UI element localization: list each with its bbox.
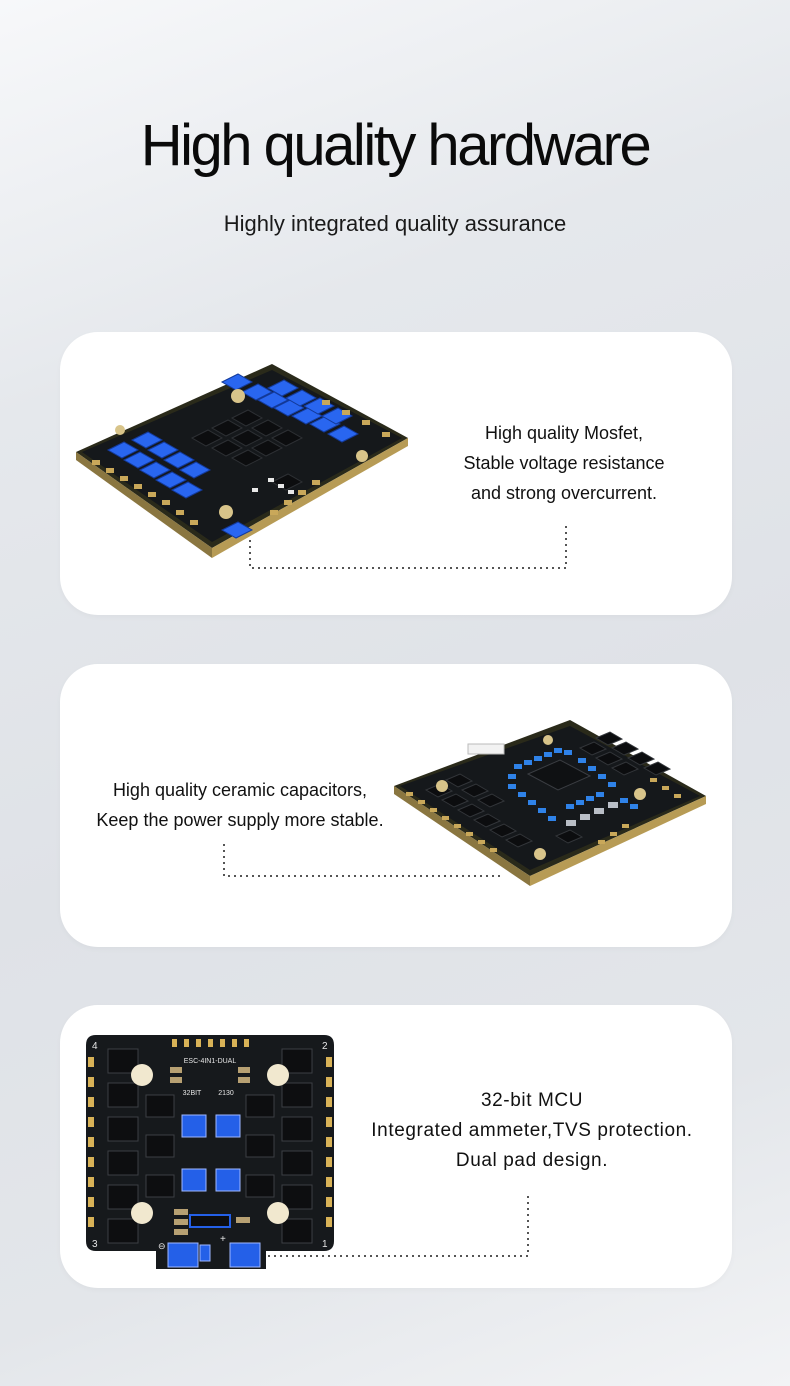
board-model-label: ESC-4IN1-DUAL [184, 1058, 237, 1065]
caption-line: High quality Mosfet, [484, 423, 644, 443]
corner-label-3: 3 [92, 1239, 98, 1250]
caption-line: Stable voltage resistance [463, 453, 665, 473]
feature-caption-capacitors: High quality ceramic capacitors, Keep th… [82, 775, 398, 835]
minus-label: ⊖ [158, 1242, 166, 1252]
plus-label: + [220, 1234, 226, 1245]
board-bits-label: 32BIT [183, 1090, 202, 1097]
feature-card-mcu: ESC-4IN1-DUAL 32BIT 2130 4 2 3 1 ⊖ + 32-… [60, 1005, 732, 1288]
caption-line: High quality ceramic capacitors, [112, 780, 368, 800]
callout-dotted-line-1 [249, 526, 567, 569]
corner-label-2: 2 [322, 1041, 328, 1052]
esc-board-capacitors-image [394, 720, 706, 886]
caption-line: Dual pad design. [455, 1150, 609, 1171]
caption-line: and strong overcurrent. [470, 483, 658, 503]
callout-dotted-line-2 [223, 844, 500, 877]
corner-label-4: 4 [92, 1041, 98, 1052]
feature-card-mosfet: High quality Mosfet, Stable voltage resi… [60, 332, 732, 615]
feature-caption-mcu: 32-bit MCU Integrated ammeter,TVS protec… [348, 1086, 716, 1176]
feature-card-capacitors: High quality ceramic capacitors, Keep th… [60, 664, 732, 947]
corner-label-1: 1 [322, 1239, 328, 1250]
feature-caption-mosfet: High quality Mosfet, Stable voltage resi… [452, 418, 676, 508]
page-subtitle: Highly integrated quality assurance [223, 211, 567, 236]
caption-line: Integrated ammeter,TVS protection. [371, 1120, 693, 1141]
page-title: High quality hardware [140, 113, 652, 178]
caption-line: 32-bit MCU [480, 1090, 584, 1111]
caption-line: Keep the power supply more stable. [96, 810, 384, 830]
esc-board-mosfet-image [76, 364, 408, 558]
board-chip-label: 2130 [218, 1090, 234, 1097]
callout-dotted-line-3 [268, 1192, 529, 1257]
esc-board-topview-image: ESC-4IN1-DUAL 32BIT 2130 4 2 3 1 ⊖ + [86, 1035, 334, 1269]
